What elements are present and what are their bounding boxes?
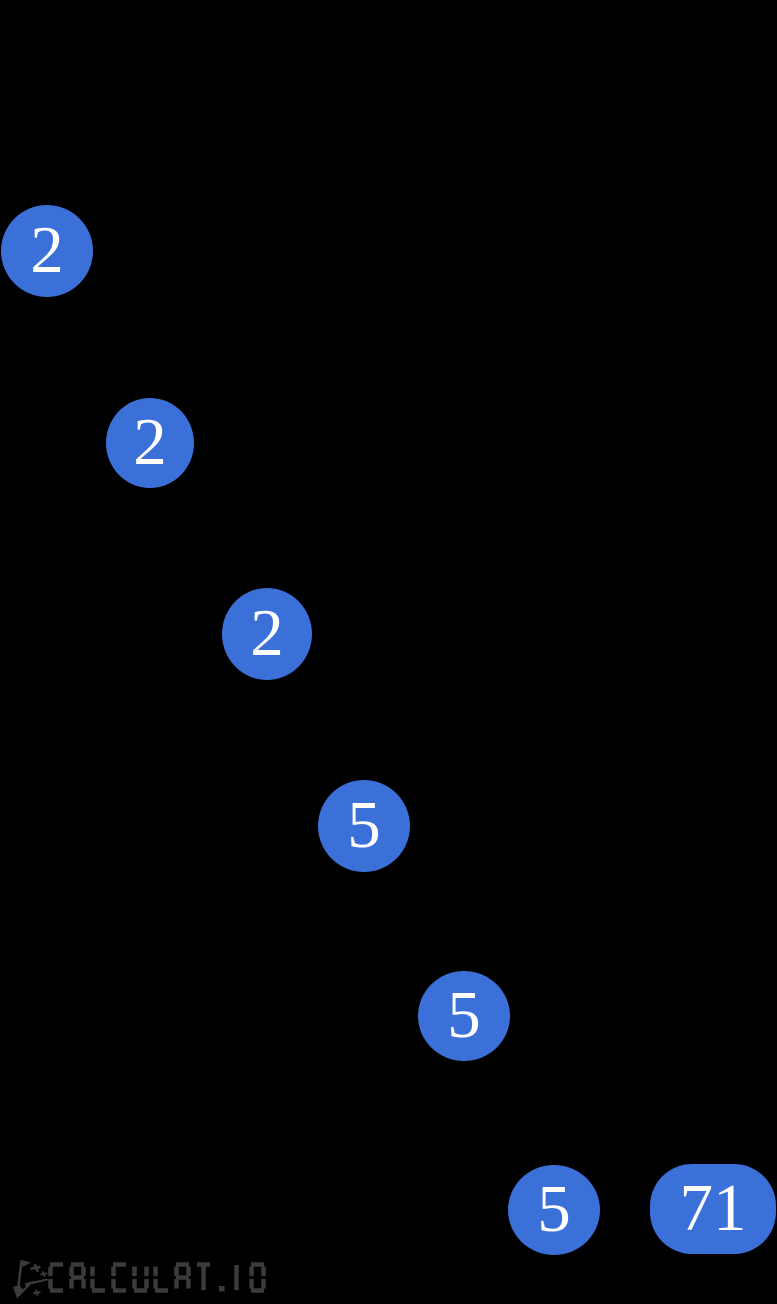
watermark-text — [48, 1262, 266, 1293]
factor-node-value: 5 — [447, 977, 481, 1052]
factor-node-value: 2 — [30, 212, 64, 287]
factor-node: 5 — [508, 1165, 600, 1255]
factor-node-value: 71 — [679, 1170, 747, 1245]
factor-node: 71 — [650, 1164, 776, 1254]
factor-node-value: 5 — [347, 787, 381, 862]
factor-node-value: 2 — [133, 404, 167, 479]
sketch-rocket-icon — [13, 1259, 48, 1299]
factor-node-value: 2 — [250, 595, 284, 670]
factor-node: 5 — [318, 780, 410, 872]
watermark — [0, 1254, 300, 1304]
factor-node-value: 5 — [537, 1171, 571, 1246]
factor-node: 2 — [222, 588, 312, 680]
factor-node: 5 — [418, 971, 510, 1061]
factor-node: 2 — [106, 398, 194, 488]
factor-node: 2 — [1, 205, 93, 297]
